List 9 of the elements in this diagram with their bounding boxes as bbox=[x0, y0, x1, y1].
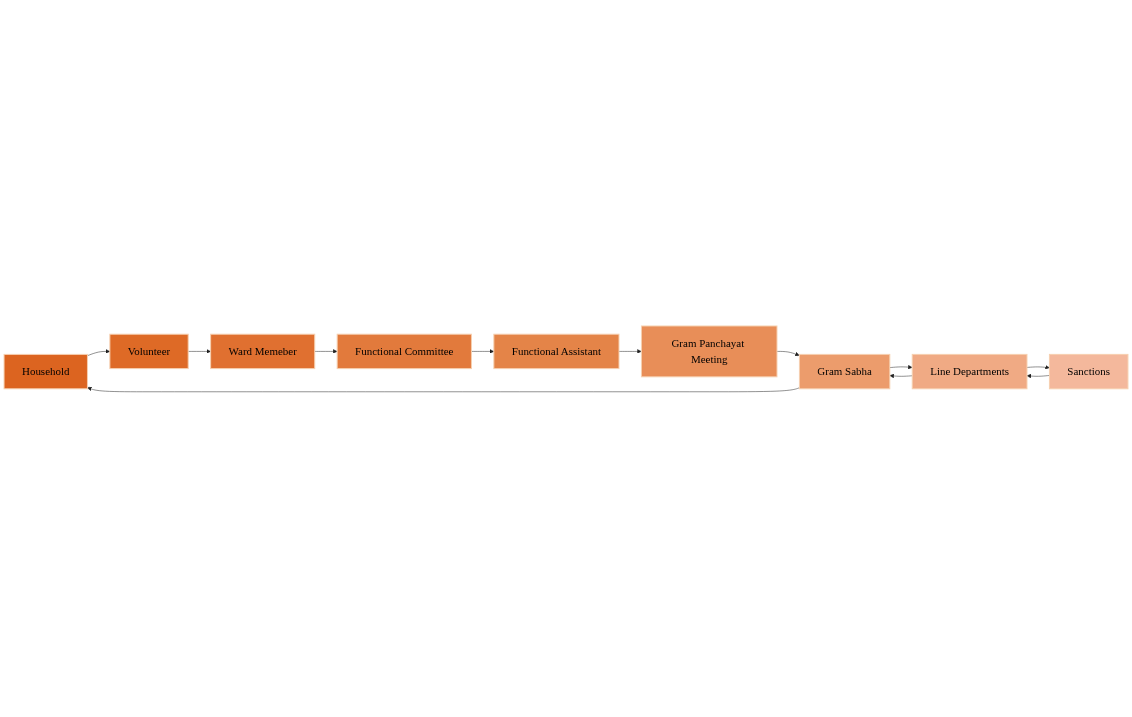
node-box: Functional Assistant bbox=[493, 333, 620, 369]
node-box: Line Departments bbox=[911, 353, 1028, 389]
node-box: Household bbox=[3, 353, 88, 389]
node-box: Gram Sabha bbox=[798, 353, 891, 389]
node-box: Functional Committee bbox=[336, 333, 472, 369]
node-box: Ward Memeber bbox=[210, 333, 316, 369]
node-box: Gram Panchayat Meeting bbox=[640, 325, 778, 377]
node-box: Sanctions bbox=[1048, 353, 1129, 389]
node-box: Volunteer bbox=[109, 333, 189, 369]
